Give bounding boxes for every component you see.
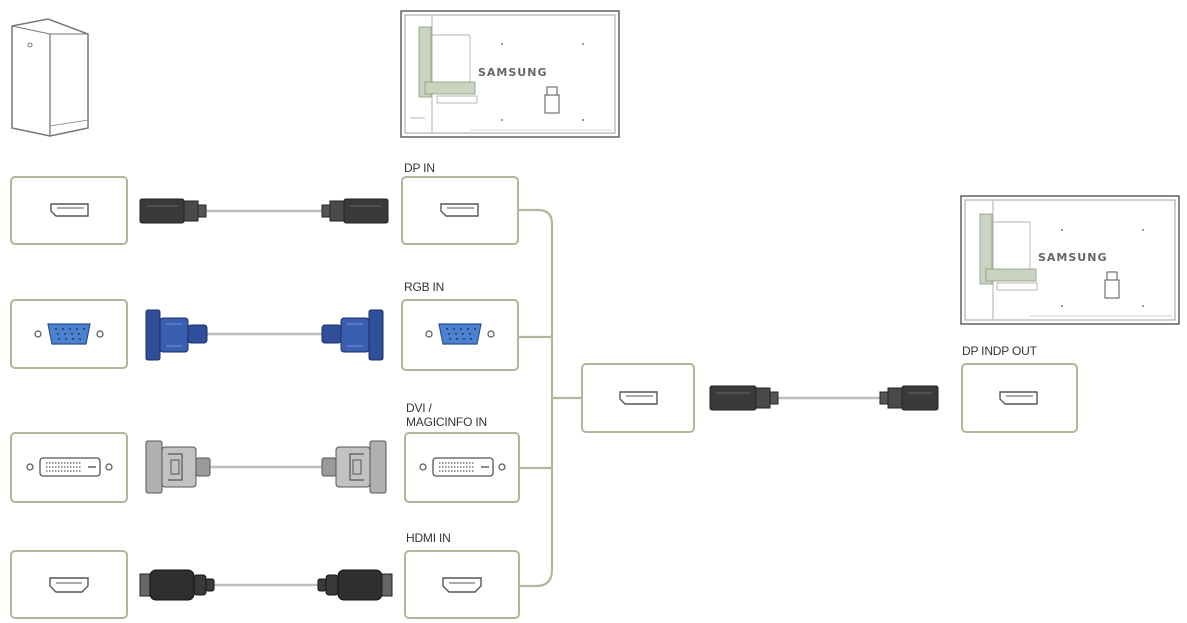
rgb-in-label: RGB IN bbox=[404, 280, 445, 294]
bus-line bbox=[519, 208, 582, 588]
hdmi-cable bbox=[139, 569, 393, 601]
monitor-back-right: SAMSUNG bbox=[960, 195, 1180, 325]
dvi-in-label-line2: MAGICINFO IN bbox=[406, 415, 487, 429]
hdmi-port-icon bbox=[49, 577, 89, 593]
vga-cable bbox=[145, 309, 384, 361]
hdmi-port-icon bbox=[442, 577, 482, 593]
dp-out-label: DP INDP OUT bbox=[962, 344, 1037, 358]
dvi-in-label-line1: DVI / bbox=[406, 401, 432, 415]
dvi-cable bbox=[145, 440, 387, 494]
brand-logo-right: SAMSUNG bbox=[1038, 251, 1107, 264]
dp-port-icon bbox=[440, 203, 479, 217]
hdmi-in-label: HDMI IN bbox=[406, 531, 451, 545]
dp-port-icon bbox=[619, 391, 658, 405]
brand-logo-top: SAMSUNG bbox=[478, 66, 547, 79]
dp-port-icon bbox=[999, 391, 1038, 405]
dp-cable bbox=[139, 198, 389, 224]
dp-cable-out bbox=[709, 385, 939, 411]
dp-in-label: DP IN bbox=[404, 161, 435, 175]
pc-tower-icon bbox=[11, 18, 89, 137]
dvi-port-icon bbox=[419, 457, 506, 477]
dvi-port-icon bbox=[26, 457, 113, 477]
monitor-back-top: SAMSUNG bbox=[400, 10, 620, 138]
vga-port-icon bbox=[425, 323, 495, 345]
dp-port-icon bbox=[50, 203, 89, 217]
vga-port-icon bbox=[34, 323, 104, 345]
